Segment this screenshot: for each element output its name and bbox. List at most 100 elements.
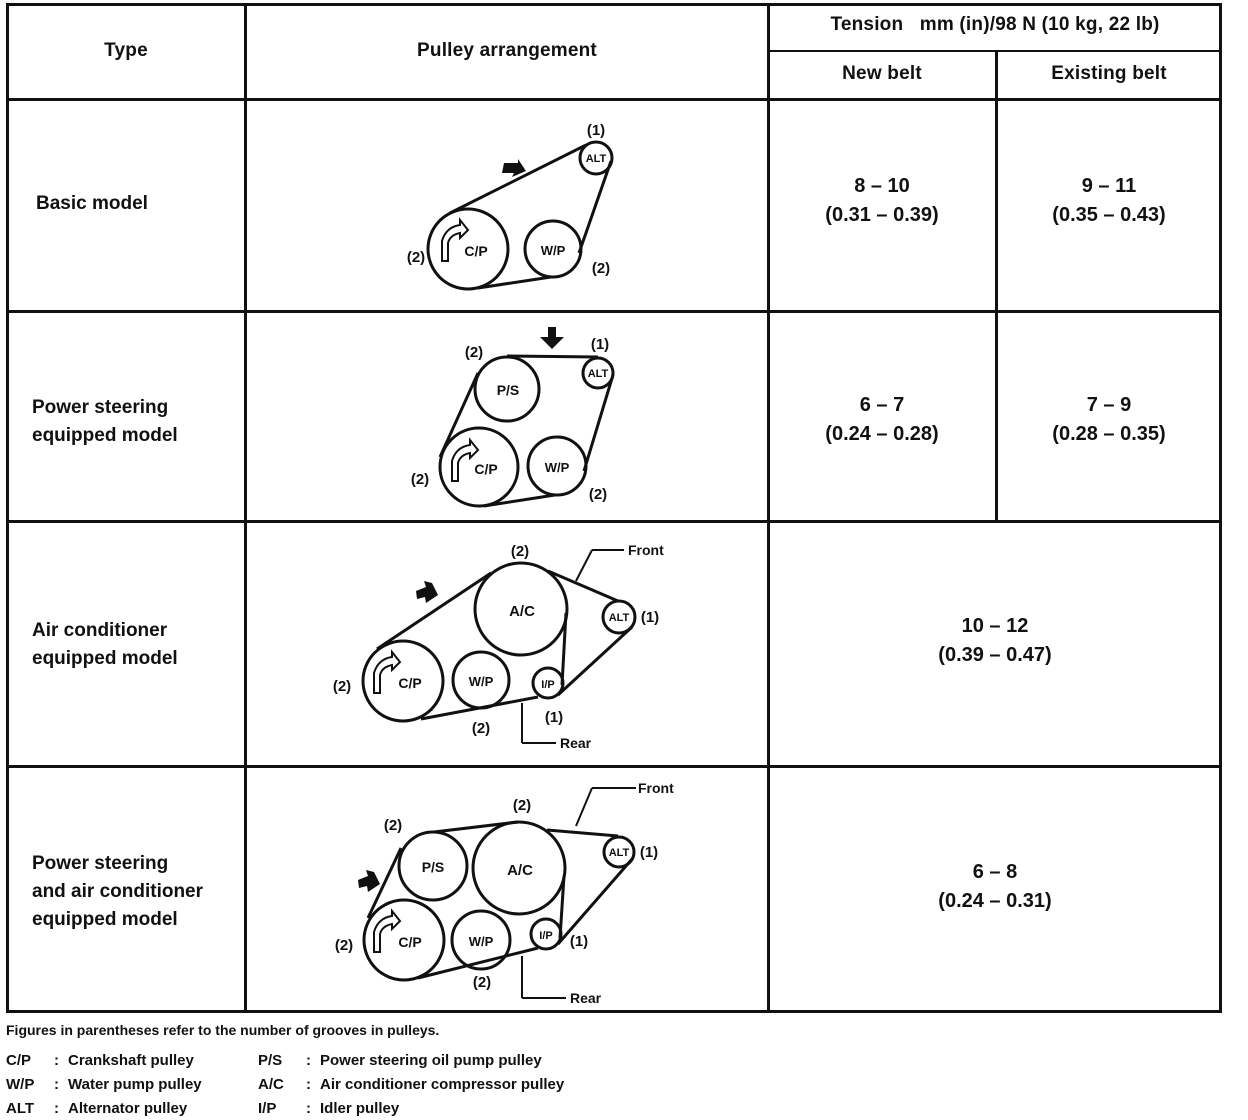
wp-label: W/P	[469, 674, 494, 689]
crankshaft-pulley	[362, 898, 446, 982]
type-line: Basic model	[36, 193, 148, 214]
column-divider	[767, 3, 770, 1013]
belt-segment	[376, 571, 492, 651]
rotation-arrow-icon	[451, 437, 480, 482]
alt-label: ALT	[609, 612, 630, 624]
row-divider	[6, 520, 1222, 523]
row-divider	[6, 98, 1222, 101]
belt-segment	[547, 569, 619, 603]
cp-label: C/P	[474, 461, 497, 477]
cp-label: C/P	[398, 675, 421, 691]
grooves-label: (2)	[335, 937, 353, 954]
type-power-steering: Power steering equipped model	[32, 394, 178, 450]
alternator-pulley	[578, 140, 614, 176]
header-existing-belt: Existing belt	[1051, 63, 1167, 84]
grooves-label: (2)	[407, 249, 425, 266]
belt-segment	[558, 875, 566, 939]
legend-sep: :	[54, 1052, 59, 1069]
belt-segment	[438, 372, 480, 458]
grooves-label: (2)	[472, 720, 490, 737]
legend-abbr: W/P	[6, 1076, 35, 1093]
belt-segment	[582, 374, 615, 472]
pulley-diagram-basic: ALT C/P W/P (1) (2) (2)	[407, 122, 614, 291]
legend-sep: :	[54, 1076, 59, 1093]
belt-segment	[556, 857, 635, 945]
belt-segment	[506, 354, 599, 359]
type-line: equipped model	[32, 425, 178, 446]
row-divider	[767, 50, 1222, 52]
value-mm: 7 – 9	[1086, 394, 1132, 416]
header-new-belt: New belt	[842, 63, 922, 84]
wp-label: W/P	[545, 460, 570, 475]
legend-item: I/P:Idler pulley	[258, 1100, 399, 1117]
row2-new-belt-value: 6 – 7 (0.24 – 0.28)	[768, 391, 996, 449]
alternator-pulley	[601, 599, 637, 635]
value-mm: 6 – 8	[972, 861, 1018, 883]
header-type: Type	[104, 40, 148, 61]
front-label: Front	[638, 780, 674, 796]
belt-segment	[546, 828, 619, 838]
legend-abbr: C/P	[6, 1052, 32, 1069]
row2-existing-belt-value: 7 – 9 (0.28 – 0.35)	[996, 391, 1222, 449]
crankshaft-pulley	[361, 639, 445, 723]
legend-sep: :	[306, 1100, 311, 1117]
legend-abbr: A/C	[258, 1076, 284, 1093]
legend-item: W/P:Water pump pulley	[6, 1076, 202, 1093]
ac-label: A/C	[509, 603, 535, 620]
tension-arrow-icon	[358, 870, 380, 892]
header-pulley-arrangement: Pulley arrangement	[417, 40, 597, 61]
tension-arrow-icon	[416, 581, 438, 603]
crankshaft-pulley	[426, 207, 510, 291]
rotation-arrow-icon	[373, 649, 402, 694]
cp-label: C/P	[464, 243, 487, 259]
value-mm: 10 – 12	[961, 615, 1029, 637]
front-leader-line	[575, 549, 593, 582]
belt-segment	[420, 695, 539, 721]
rear-label: Rear	[560, 735, 592, 751]
alternator-pulley	[581, 356, 615, 390]
pulley-diagram-ps-and-ac: P/S A/C ALT C/P W/P I/P Front Rear (2) (…	[335, 780, 674, 1006]
grooves-label: (1)	[641, 609, 659, 626]
belt-segment	[366, 847, 403, 919]
legend-desc: Crankshaft pulley	[68, 1052, 194, 1069]
belt-segment	[483, 493, 556, 508]
legend-sep: :	[54, 1100, 59, 1117]
header-tension: Tension mm (in)/98 N (10 kg, 22 lb)	[830, 14, 1160, 35]
grooves-label: (2)	[333, 678, 351, 695]
legend-desc: Air conditioner compressor pulley	[320, 1076, 565, 1093]
belt-segment	[417, 946, 539, 980]
row4-combined-value: 6 – 8 (0.24 – 0.31)	[768, 858, 1222, 916]
value-in: (0.28 – 0.35)	[1052, 423, 1166, 445]
pulley-diagram-power-steering: P/S ALT C/P W/P (2) (1) (2) (2)	[411, 327, 615, 508]
power-steering-pulley	[397, 830, 469, 902]
footnote: Figures in parentheses refer to the numb…	[6, 1022, 440, 1038]
type-line: Power steering	[32, 853, 169, 874]
value-in: (0.35 – 0.43)	[1052, 204, 1166, 226]
row3-combined-value: 10 – 12 (0.39 – 0.47)	[768, 612, 1222, 670]
legend-abbr: ALT	[6, 1100, 35, 1117]
type-line: Power steering	[32, 397, 169, 418]
rotation-arrow-icon	[373, 908, 402, 953]
legend-sep: :	[306, 1052, 311, 1069]
alt-label: ALT	[609, 847, 630, 859]
grooves-label: (1)	[545, 709, 563, 726]
belt-segment	[560, 612, 568, 686]
tension-arrow-icon	[502, 159, 526, 177]
ps-label: P/S	[422, 859, 445, 875]
type-line: equipped model	[32, 648, 178, 669]
ac-compressor-pulley	[473, 561, 569, 657]
legend-desc: Power steering oil pump pulley	[320, 1052, 542, 1069]
alt-label: ALT	[586, 153, 607, 165]
cp-label: C/P	[398, 934, 421, 950]
rotation-arrow-icon	[441, 217, 470, 262]
column-divider	[995, 50, 998, 522]
belt-segment	[577, 160, 613, 254]
value-in: (0.39 – 0.47)	[938, 644, 1052, 666]
ps-label: P/S	[497, 382, 520, 398]
grooves-label: (2)	[465, 344, 483, 361]
belt-segment	[449, 143, 587, 215]
value-in: (0.31 – 0.39)	[825, 204, 939, 226]
front-label: Front	[628, 542, 664, 558]
row-divider	[6, 310, 1222, 313]
legend-abbr: I/P	[258, 1100, 277, 1117]
